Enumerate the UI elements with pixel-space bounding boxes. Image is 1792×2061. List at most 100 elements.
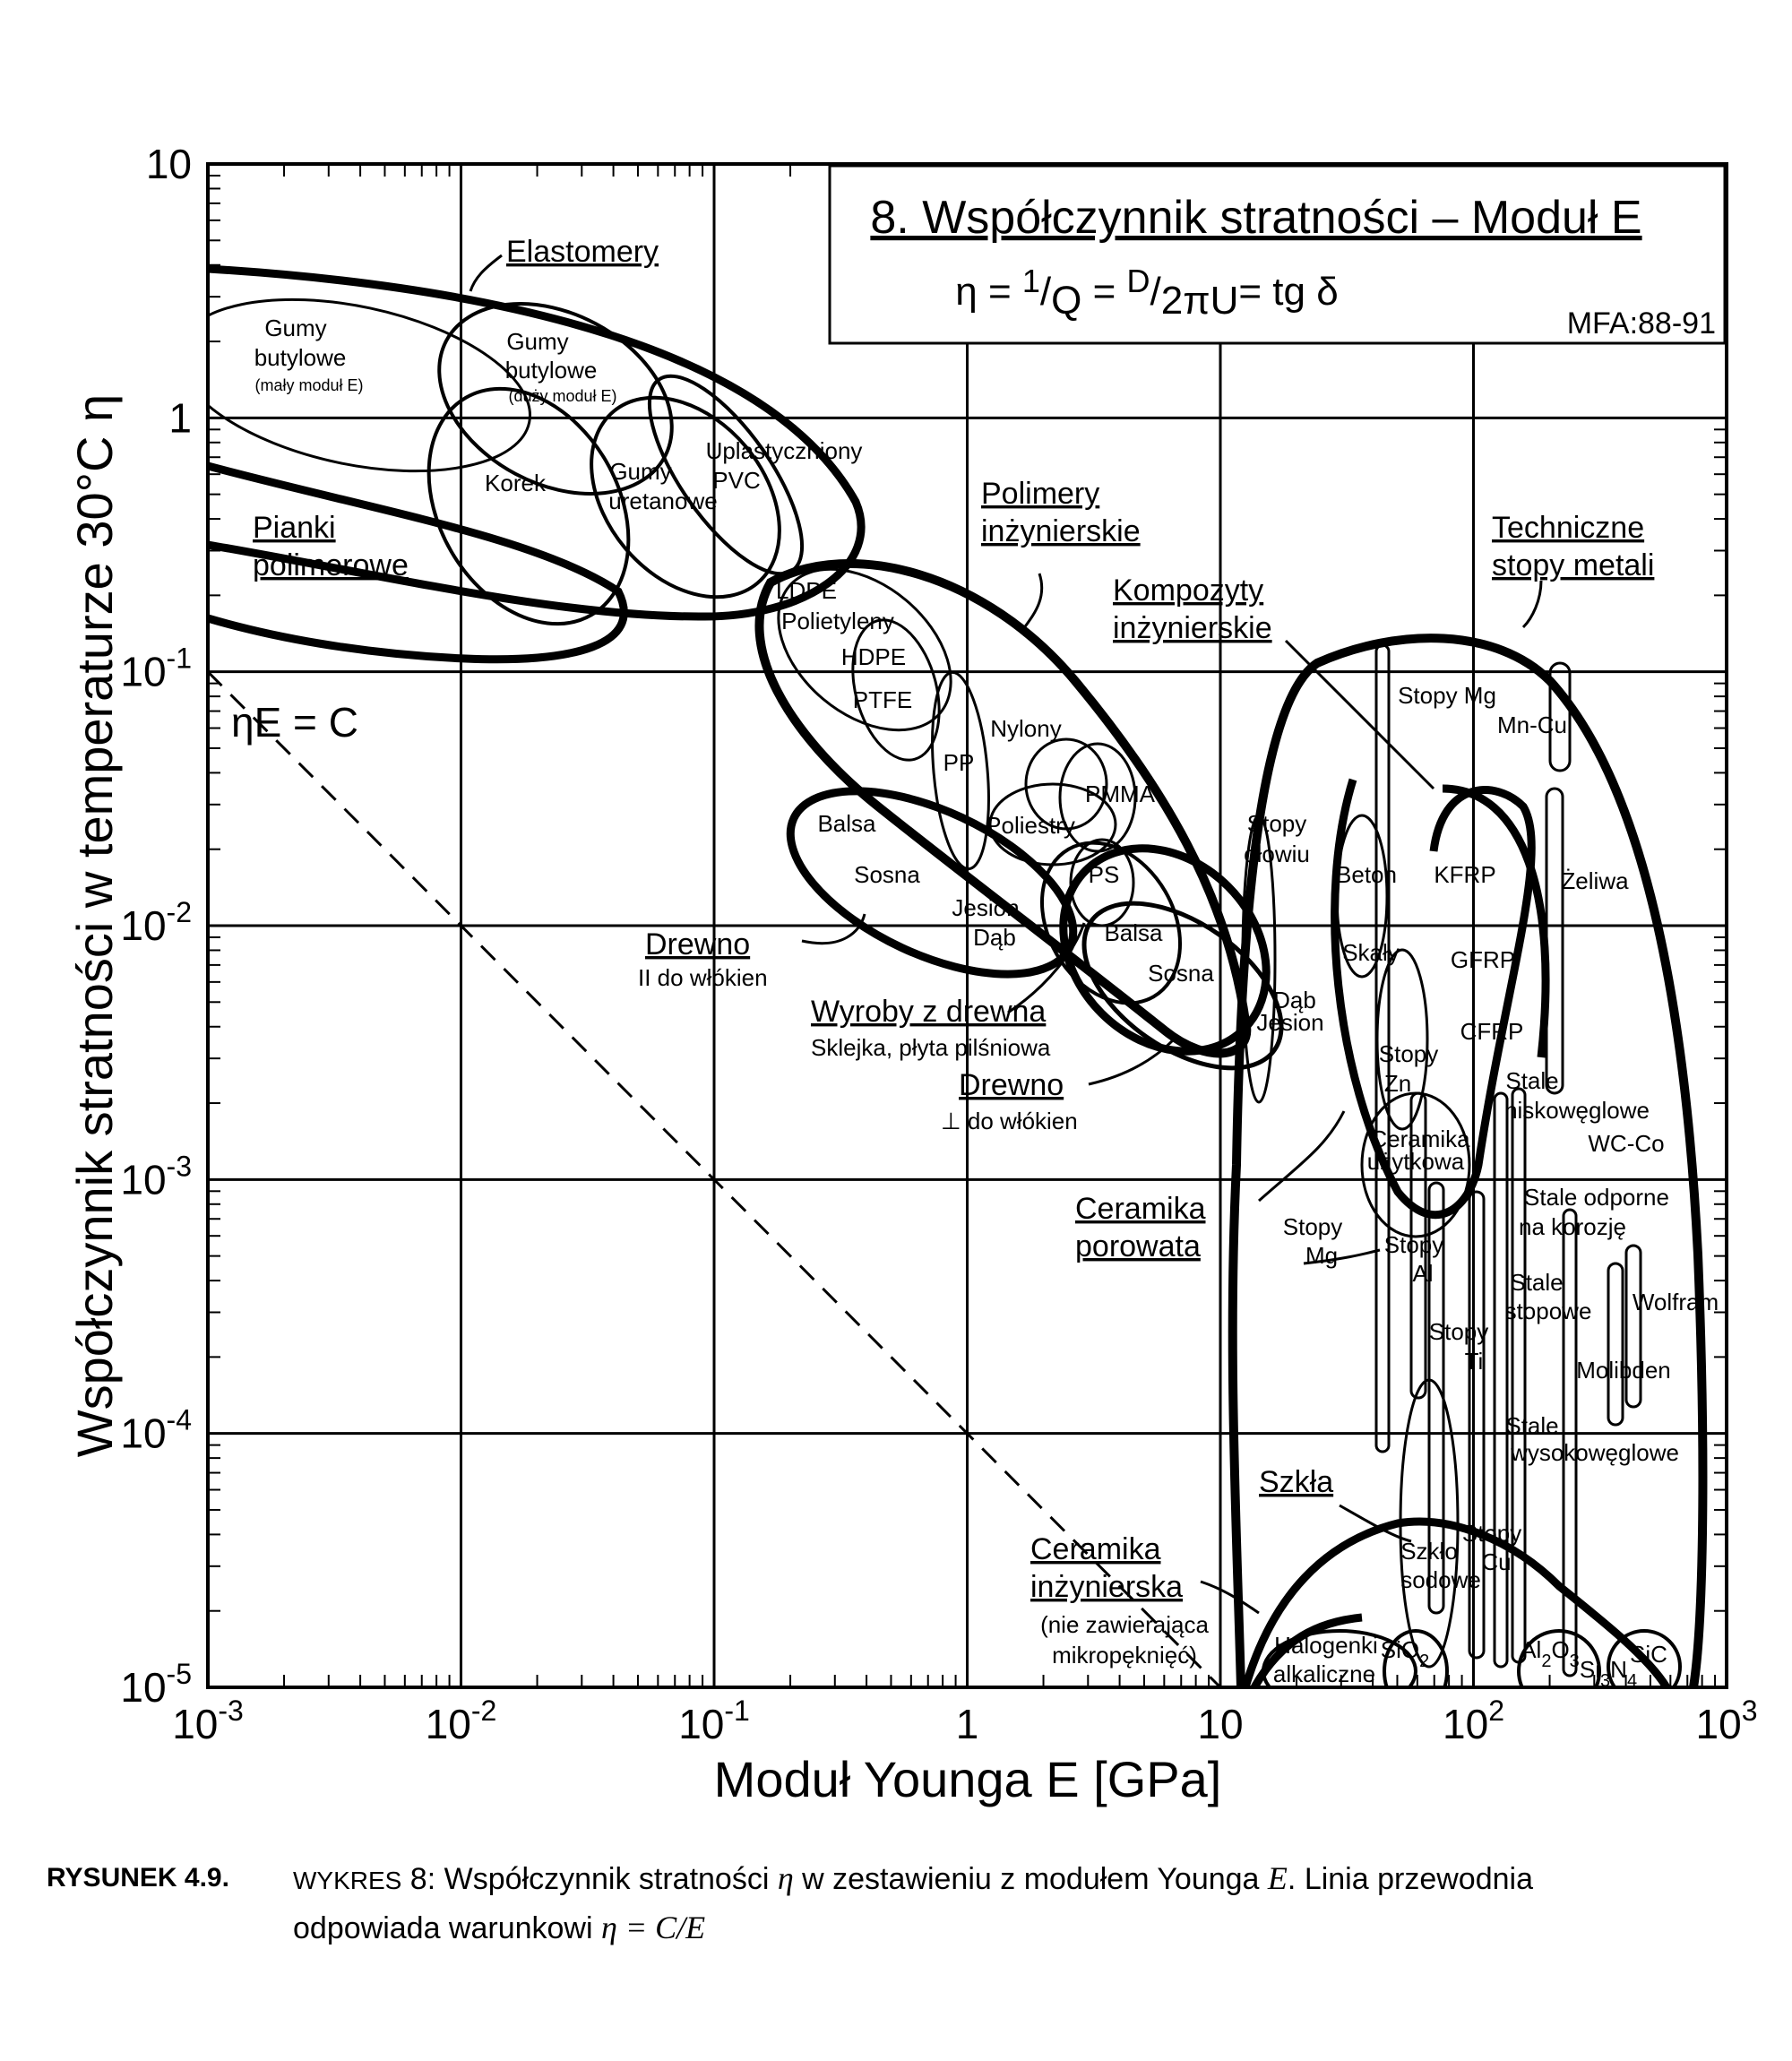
envelope-gumy-butylowe-low xyxy=(208,298,531,473)
label-ceramika-inz2: inżynierska xyxy=(1030,1570,1183,1604)
label-drewno1-sub: II do włókien xyxy=(638,964,768,991)
bar-stale-nisko xyxy=(1511,1087,1527,1664)
label-ptfe: PTFE xyxy=(853,686,912,713)
label-gumy-u2: uretanowe xyxy=(608,487,717,514)
label-halogenki2: alkaliczne xyxy=(1273,1660,1375,1687)
label-wc-co: WC-Co xyxy=(1588,1130,1664,1157)
label-ceramika-uz2: użytkowa xyxy=(1367,1148,1465,1175)
envelope-szklo-sodowe xyxy=(1399,1378,1460,1669)
label-halogenki1: Halogenki xyxy=(1274,1632,1378,1659)
label-cfrp: CFRP xyxy=(1460,1018,1524,1045)
label-ceramika-inz4: mikropęknięć) xyxy=(1052,1642,1197,1669)
label-stale-wys2: wysokowęglowe xyxy=(1510,1439,1679,1466)
label-gumy-b2-2: butylowe xyxy=(505,357,598,384)
x-tick-label: 10-1 xyxy=(678,1695,750,1747)
envelope-sic xyxy=(1607,1629,1682,1687)
label-balsa1: Balsa xyxy=(817,810,876,837)
envelope-ptfe xyxy=(851,618,941,762)
envelope-wyroby-z-drewna xyxy=(1039,841,1183,1005)
y-tick-label: 10-5 xyxy=(120,1658,192,1711)
label-hdpe: HDPE xyxy=(841,643,906,670)
label-elastomery: Elastomery xyxy=(506,235,659,269)
bar-molibden xyxy=(1607,1262,1624,1427)
envelope-halogenki xyxy=(1262,1629,1417,1687)
label-ldpe: LDPE xyxy=(776,577,837,604)
x-tick-label: 10 xyxy=(1197,1701,1243,1747)
envelope-gumy-uretanowe xyxy=(590,395,781,599)
label-pvc1: Uplastyczniony xyxy=(706,437,863,464)
label-stopy-al2: Al xyxy=(1412,1260,1433,1287)
y-tick-label: 10-2 xyxy=(120,896,192,949)
y-tick-label: 10 xyxy=(146,141,192,187)
envelope-korek xyxy=(426,386,631,626)
label-pianki1: Pianki xyxy=(253,511,336,545)
label-kfrp: KFRP xyxy=(1434,861,1495,888)
envelope-polimery xyxy=(754,558,1252,1058)
label-stale-odporne1: Stale odporne xyxy=(1524,1184,1669,1211)
label-jesion2: Jesion xyxy=(1256,1009,1323,1036)
label-drewno2: Drewno xyxy=(959,1068,1064,1102)
envelope-skaly xyxy=(1375,948,1429,1131)
labels: Elastomery Gumy butylowe (mały moduł E) … xyxy=(253,235,1719,1691)
grid xyxy=(208,164,1727,1687)
label-stopy-cu2: Cu xyxy=(1481,1548,1511,1575)
label-beton: Beton xyxy=(1336,861,1397,888)
label-pvc2: PVC xyxy=(712,467,760,494)
caption-text: WYKRES 8: Współczynnik stratności η w ze… xyxy=(293,1860,1533,1945)
label-jesion1: Jesion xyxy=(952,894,1019,921)
label-gumy-b2-3: (duży moduł E) xyxy=(508,387,616,405)
label-ceramika-por2: porowata xyxy=(1075,1229,1201,1263)
envelope-ps xyxy=(1069,838,1135,927)
label-sic: SiC xyxy=(1630,1641,1667,1668)
envelope-sio2 xyxy=(1383,1629,1449,1687)
label-ceramika-por1: Ceramika xyxy=(1075,1192,1206,1226)
label-wolfram: Wolfram xyxy=(1633,1289,1719,1315)
label-wyroby-sub: Sklejka, płyta pilśniowa xyxy=(811,1034,1051,1061)
label-pmma: PMMA xyxy=(1085,780,1156,807)
label-stale-nisko2: niskowęglowe xyxy=(1504,1097,1650,1124)
guide-line-etaE-C xyxy=(206,670,1222,1689)
label-stopy-olowiu2: ołowiu xyxy=(1244,841,1310,867)
label-stopy-ti2: Ti xyxy=(1465,1348,1484,1375)
label-gumy-b1-2: butylowe xyxy=(254,344,347,371)
label-stopy-al1: Stopy xyxy=(1384,1231,1444,1258)
label-si3n4: Si3N4 xyxy=(1580,1656,1637,1691)
label-polimery2: inżynierskie xyxy=(981,514,1141,548)
label-ceramika-inz3: (nie zawierająca xyxy=(1040,1611,1209,1638)
label-zeliwa: Żeliwa xyxy=(1561,867,1629,894)
loss-coefficient-chart: 8. Współczynnik stratności – Moduł E η =… xyxy=(66,141,1757,1807)
y-tick-label: 1 xyxy=(168,394,192,441)
label-pp: PP xyxy=(943,749,975,776)
bar-stopy-cu xyxy=(1493,1091,1509,1669)
label-szkla: Szkła xyxy=(1259,1465,1333,1499)
envelope-szkla xyxy=(1241,1517,1670,1687)
x-tick-label: 1 xyxy=(956,1701,979,1747)
bar-stopy-zn xyxy=(1409,1091,1427,1400)
bar-stale-odporne xyxy=(1562,1208,1578,1677)
label-dab1: Dąb xyxy=(973,924,1016,951)
label-stopy-olowiu1: Stopy xyxy=(1247,810,1307,837)
label-gumy-b1-3: (mały moduł E) xyxy=(254,376,363,394)
label-kompozyty1: Kompozyty xyxy=(1113,573,1263,608)
label-mn-cu: Mn-Cu xyxy=(1497,711,1567,738)
y-tick-label: 10-4 xyxy=(120,1404,192,1457)
label-pianki2: polimerowe xyxy=(253,548,409,582)
leader-lines xyxy=(469,254,1543,1615)
envelope-pianki xyxy=(208,461,628,664)
label-stopy-mg-top: Stopy Mg xyxy=(1398,682,1496,709)
label-balsa2: Balsa xyxy=(1104,919,1163,946)
label-sosna2: Sosna xyxy=(1148,960,1214,987)
label-sio2: SiO2 xyxy=(1381,1636,1429,1671)
y-tick-label: 10-3 xyxy=(120,1150,192,1203)
label-poliestry: Poliestry xyxy=(986,812,1075,839)
label-techniczne2: stopy metali xyxy=(1492,548,1654,582)
label-stale-stop2: stopowe xyxy=(1505,1298,1592,1324)
bar-mn-cu xyxy=(1548,661,1572,772)
plot-frame xyxy=(206,162,1728,1689)
envelope-ceramika-porowata xyxy=(1335,814,1389,979)
label-stale-stop1: Stale xyxy=(1510,1269,1563,1296)
y-axis-label: Współczynnik stratności w temperaturze 3… xyxy=(66,394,123,1457)
x-axis-label: Moduł Younga E [GPa] xyxy=(714,1751,1222,1807)
